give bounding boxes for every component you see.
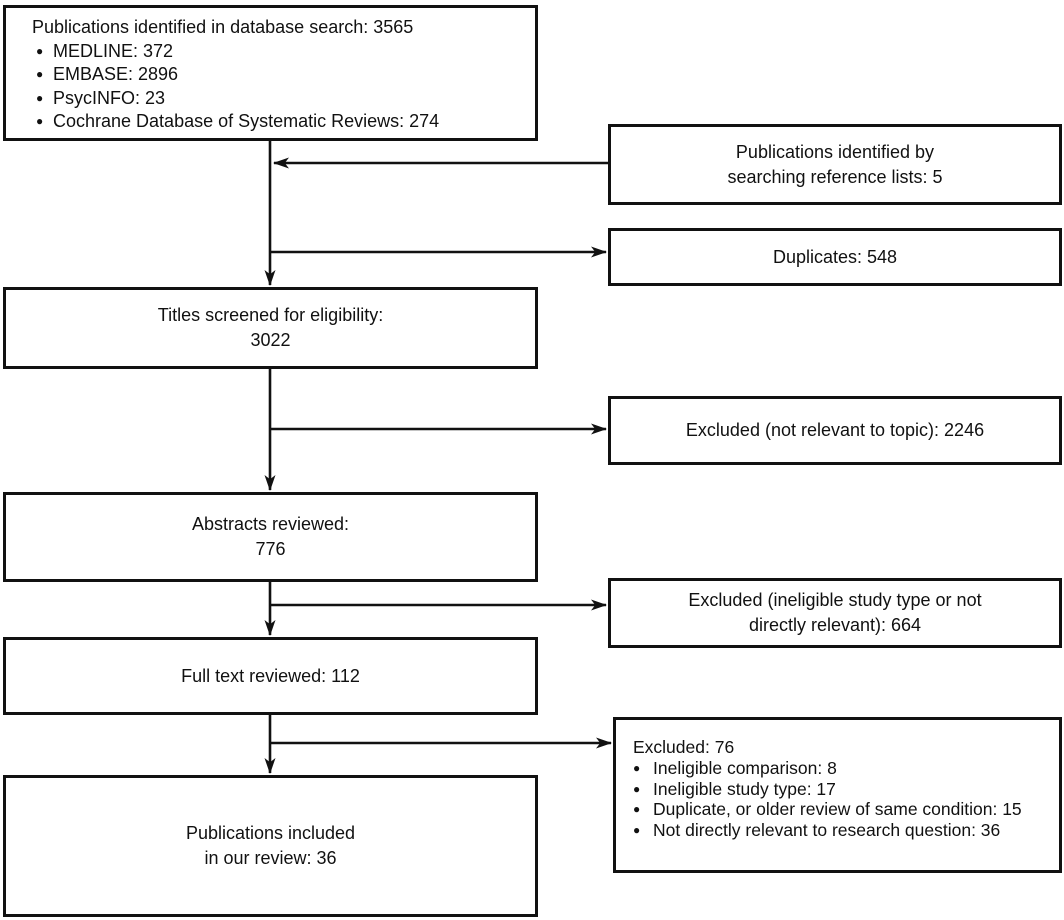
list-item-medline: MEDLINE: 372 [36,40,517,64]
list-item-embase: EMBASE: 2896 [36,63,517,87]
database-search-title: Publications identified in database sear… [32,17,414,37]
list-item-psycinfo: PsycINFO: 23 [36,87,517,111]
box-excluded-full-text: Excluded: 76 Ineligible comparison: 8 In… [613,717,1062,873]
box-duplicates: Duplicates: 548 [608,228,1062,286]
box-reference-lists: Publications identified by searching ref… [608,124,1062,205]
box-excluded-not-relevant: Excluded (not relevant to topic): 2246 [608,396,1062,465]
box-database-search: Publications identified in database sear… [3,5,538,141]
list-item-ineligible-study-type: Ineligible study type: 17 [633,779,1047,800]
box-excluded-ineligible: Excluded (ineligible study type or not d… [608,578,1062,648]
list-item-not-directly-relevant: Not directly relevant to research questi… [633,820,1047,841]
box-titles-screened: Titles screened for eligibility: 3022 [3,287,538,369]
box-publications-included: Publications included in our review: 36 [3,775,538,917]
box-full-text-reviewed: Full text reviewed: 112 [3,637,538,715]
list-item-ineligible-comparison: Ineligible comparison: 8 [633,758,1047,779]
list-item-duplicate-older-review: Duplicate, or older review of same condi… [633,799,1047,820]
database-search-list: MEDLINE: 372 EMBASE: 2896 PsycINFO: 23 C… [36,40,517,134]
list-item-cochrane: Cochrane Database of Systematic Reviews:… [36,110,517,134]
excluded-full-text-title: Excluded: 76 [633,737,735,757]
excluded-full-text-list: Ineligible comparison: 8 Ineligible stud… [633,758,1047,841]
box-abstracts-reviewed: Abstracts reviewed: 776 [3,492,538,582]
